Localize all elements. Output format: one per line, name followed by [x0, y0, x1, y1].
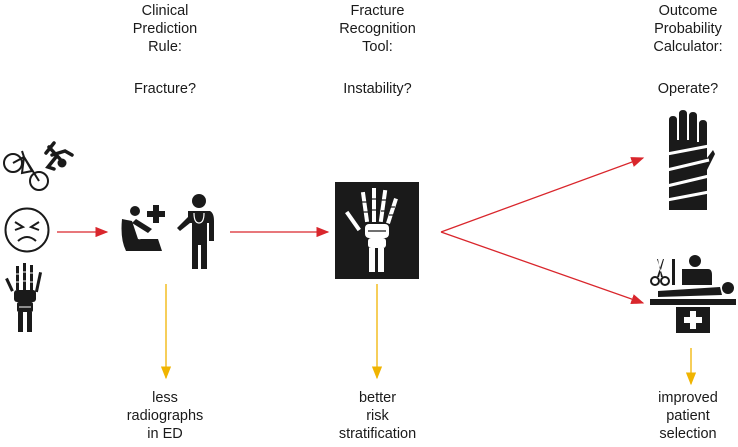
outcome-line: risk	[366, 408, 389, 424]
bicycle-fall-icon	[3, 141, 74, 191]
heading-line: Recognition	[339, 21, 416, 37]
operate-question: Operate?	[657, 81, 719, 97]
outcome-line: stratification	[338, 426, 417, 442]
outcome-line: radiographs	[126, 408, 204, 424]
hand-cast-icon	[666, 110, 715, 210]
heading-line: Outcome	[658, 3, 718, 19]
patient-doctor-icon	[121, 194, 214, 269]
hand-xray-icon	[335, 182, 419, 279]
hand-skeleton-icon	[5, 263, 43, 332]
heading-line: Rule:	[148, 39, 182, 55]
heading-line: Prediction	[132, 21, 198, 37]
arrow-xray-to-surgery	[440, 231, 645, 305]
arrow-xray-to-cast	[440, 157, 645, 233]
fracture-recognition-tool-heading: Fracture Recognition Tool:	[320, 2, 435, 56]
better-risk-stratification-outcome: better risk stratification	[320, 389, 435, 443]
less-radiographs-outcome: less radiographs in ED	[110, 389, 220, 443]
outcome-probability-calculator-heading: Outcome Probability Calculator:	[638, 2, 738, 56]
outcome-line: patient	[666, 408, 710, 424]
outcome-line: selection	[659, 426, 717, 442]
heading-line: Fracture	[350, 3, 405, 19]
pain-face-icon	[4, 207, 50, 253]
outcome-line: less	[152, 390, 178, 406]
outcome-line: improved	[658, 390, 718, 406]
instability-question: Instability?	[343, 81, 412, 97]
fracture-question: Fracture?	[133, 81, 197, 97]
heading-line: Calculator:	[653, 39, 723, 55]
outcome-line: in ED	[147, 426, 183, 442]
heading-line: Clinical	[141, 3, 189, 19]
improved-patient-selection-outcome: improved patient selection	[638, 389, 738, 443]
surgery-table-icon	[650, 255, 736, 333]
heading-line: Tool:	[362, 39, 393, 55]
clinical-prediction-rule-heading: Clinical Prediction Rule:	[110, 2, 220, 56]
outcome-line: better	[358, 390, 397, 406]
heading-line: Probability	[654, 21, 722, 37]
